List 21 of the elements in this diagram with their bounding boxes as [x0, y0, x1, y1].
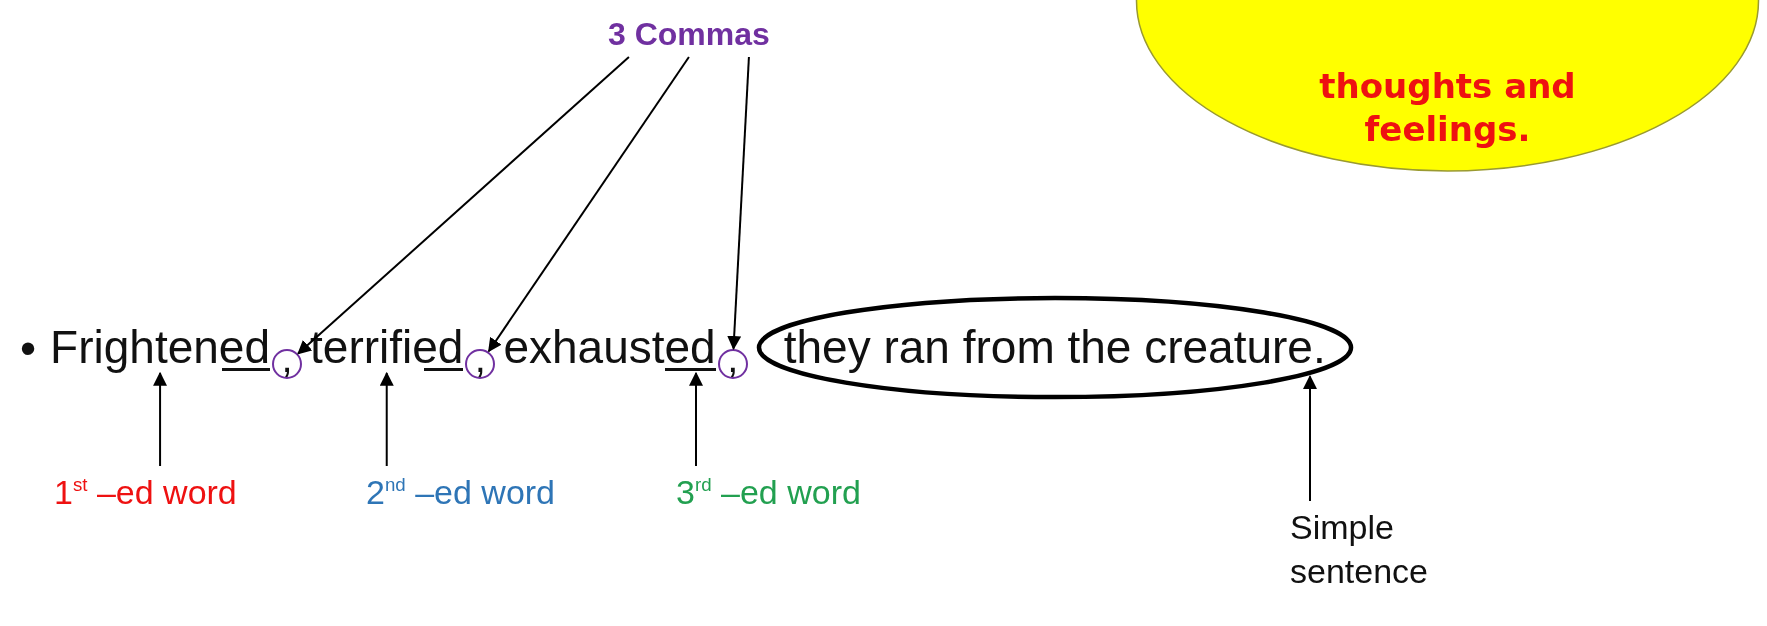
speech-bubble: thoughts and feelings. [1135, 0, 1760, 172]
arrow [1303, 375, 1317, 502]
sentence-word: Frightened [50, 320, 271, 376]
arrow [379, 371, 394, 467]
sentence-word: exhausted [503, 320, 716, 376]
arrow [689, 371, 703, 467]
annotation-label: 2$^{nd}$ –ed word [366, 470, 556, 515]
annotation-label: Simple sentence [1290, 505, 1460, 594]
circled-comma: , [272, 348, 303, 379]
sentence-word: terrified [310, 320, 464, 376]
circled-comma: , [465, 348, 496, 379]
arrow [487, 56, 690, 353]
circled-clause: they ran from the creature. [755, 296, 1354, 400]
annotation-label: 3$^{rd}$ –ed word [676, 470, 861, 515]
circled-comma: , [717, 348, 748, 379]
annotation-label: 1$^{st}$ –ed word [54, 470, 237, 515]
arrow [153, 371, 168, 467]
arrow [727, 56, 750, 350]
heading: 3 Commas [608, 16, 770, 53]
bullet: • [20, 320, 37, 375]
arrow [297, 56, 630, 355]
